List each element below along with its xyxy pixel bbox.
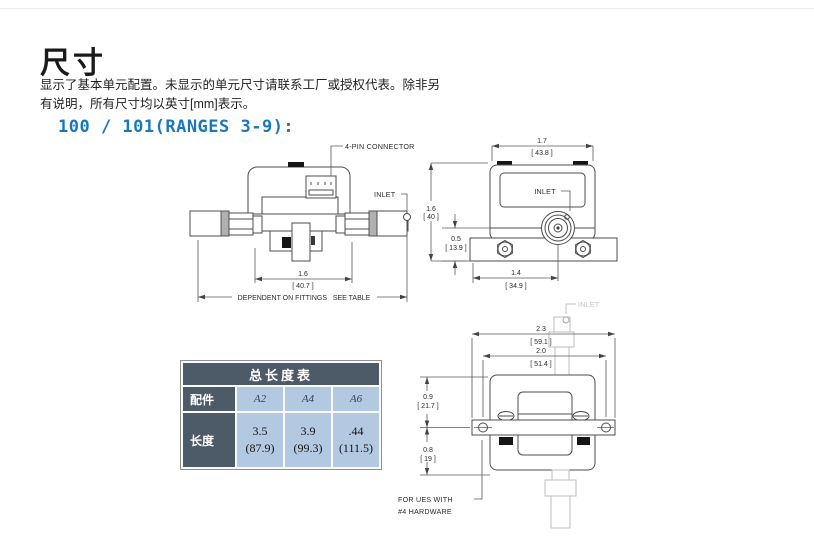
inlet-label: INLET [578,300,600,309]
section-heading: 100 / 101(RANGES 3-9): [58,117,295,137]
dim-top-mm: [ 43.8 ] [531,150,552,157]
dim-flange-height: 0.5 [ 13.9 ] [442,214,490,275]
hardware-callout: FOR UES WITH #4 HARDWARE [398,440,483,516]
dim-span-in: 2.0 [536,348,546,355]
table-title: 总长度表 [183,363,379,385]
intro-line-1: 显示了基本单元配置。未显示的单元尺寸请联系工厂或授权代表。除非另 [40,78,441,92]
inlet-callout: INLET [565,300,600,314]
dim-flange-in: 0.5 [451,236,461,243]
table-value-a6: .44 (111.5) [333,413,379,467]
table-col-a2: A2 [237,387,283,411]
four-pin-connector [305,175,337,199]
total-length-table: 总长度表 配件 A2 A4 A6 长度 3.5 (87.9) 3.9 (99.3… [180,360,382,470]
dim-top-width: 1.7 [ 43.8 ] [491,138,594,161]
table-col-a4: A4 [285,387,331,411]
dim-width-in: 1.6 [298,271,308,278]
dim-top-in: 1.7 [537,138,547,145]
bottom-fitting [544,469,577,529]
bottom-view-drawing: INLET 2.3 [ 59.1 ] 2.0 [ 51.4 ] [398,300,616,529]
dim-overall-length: DEPENDENT ON FITTINGS SEE TABLE [197,223,408,302]
page-title: 尺寸 [40,47,106,80]
inlet-label: INLET [374,190,396,199]
inlet-callout: INLET [374,190,408,212]
mounting-flange [469,237,618,262]
dim-overall-width: 2.3 [ 59.1 ] [471,326,616,418]
top-divider [0,8,814,9]
dim-upper-mm: [ 21.7 ] [417,403,438,410]
front-view-drawing: 1.7 [ 43.8 ] IN [423,138,618,290]
dim-lower-in: 0.8 [423,447,433,454]
side-view-drawing: 4-PIN CONNECTOR INLET 1.6 [ 40.7 ] DEPEN… [189,142,415,302]
table-header-fitting: 配件 [183,387,235,411]
hardware-note-line-1: FOR UES WITH [398,495,453,504]
dim-bracket-to-base: 0.8 [ 19 ] [420,427,490,476]
inlet-port [403,213,411,221]
dim-lower-mm: [ 19 ] [420,456,436,463]
mounting-bracket [471,411,616,445]
dim-height-mm: [ 40 ] [423,214,439,221]
inlet-label: INLET [534,187,556,196]
dim-holes-in: 1.4 [511,270,521,277]
inlet-fitting [541,211,575,281]
table-value-a4: 3.9 (99.3) [285,413,331,467]
dim-height: 1.6 [ 40 ] [423,162,488,262]
dim-upper-in: 0.9 [423,394,433,401]
dim-width-mm: [ 40.7 ] [292,283,313,290]
dim-holes-mm: [ 34.9 ] [505,283,526,290]
inlet-callout: INLET [534,187,571,211]
dim-flange-mm: [ 13.9 ] [445,245,466,252]
table-value-a2: 3.5 (87.9) [237,413,283,467]
table-header-length: 长度 [183,413,235,467]
dim-span-mm: [ 51.4 ] [530,361,551,368]
valve-underside [269,222,323,262]
tube-and-fittings [189,210,411,237]
intro-text: 显示了基本单元配置。未显示的单元尺寸请联系工厂或授权代表。除非另 有说明，所有尺… [40,76,580,114]
table-col-a6: A6 [333,387,379,411]
fittings-note: DEPENDENT ON FITTINGS SEE TABLE [238,295,371,302]
top-inlet-fitting [548,316,575,376]
intro-line-2: 有说明，所有尺寸均以英寸[mm]表示。 [40,96,256,111]
dim-body-width: 1.6 [ 40.7 ] [254,242,353,290]
connector-label: 4-PIN CONNECTOR [345,142,415,151]
dim-height-in: 1.6 [426,206,436,213]
dim-overall-in: 2.3 [536,326,546,333]
hardware-note-line-2: #4 HARDWARE [398,507,452,516]
dim-hole-offset: 1.4 [ 34.9 ] [472,263,558,290]
dim-overall-mm: [ 59.1 ] [530,339,551,346]
connector-callout: 4-PIN CONNECTOR [330,142,415,176]
dim-top-to-bracket: 0.9 [ 21.7 ] [417,376,488,428]
dim-hole-span: 2.0 [ 51.4 ] [482,348,607,417]
